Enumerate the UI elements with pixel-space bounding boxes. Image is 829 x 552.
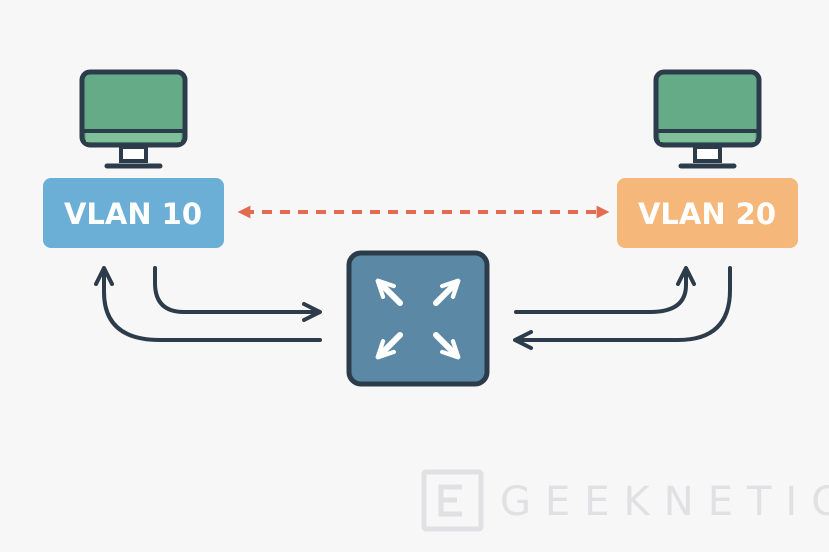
- vlan-10-box: [43, 178, 224, 248]
- vlan-20-label: VLAN 20: [638, 197, 776, 231]
- router-to-vlan10-arrow: [94, 266, 322, 342]
- vlan-10-label: VLAN 10: [64, 197, 202, 231]
- vlan-10-node: VLAN 10: [43, 178, 224, 248]
- vlan-20-box: [617, 178, 798, 248]
- monitor-right-icon: [653, 69, 762, 169]
- vlan10-to-router-arrow: [153, 266, 322, 322]
- router-node: [346, 250, 490, 387]
- watermark-logo-icon: [421, 469, 484, 532]
- monitor-left-icon: [79, 69, 188, 169]
- router-to-vlan20-arrow: [514, 266, 696, 314]
- expand-arrows-icon: [379, 282, 457, 356]
- geeknetic-watermark: GEEKNETIC: [421, 469, 829, 532]
- watermark-text: GEEKNETIC: [500, 479, 829, 525]
- router-box: [346, 250, 490, 387]
- vlan-20-node: VLAN 20: [617, 178, 798, 248]
- watermark-logo-e-icon: [438, 484, 462, 517]
- vlan20-to-router-arrow: [513, 266, 732, 350]
